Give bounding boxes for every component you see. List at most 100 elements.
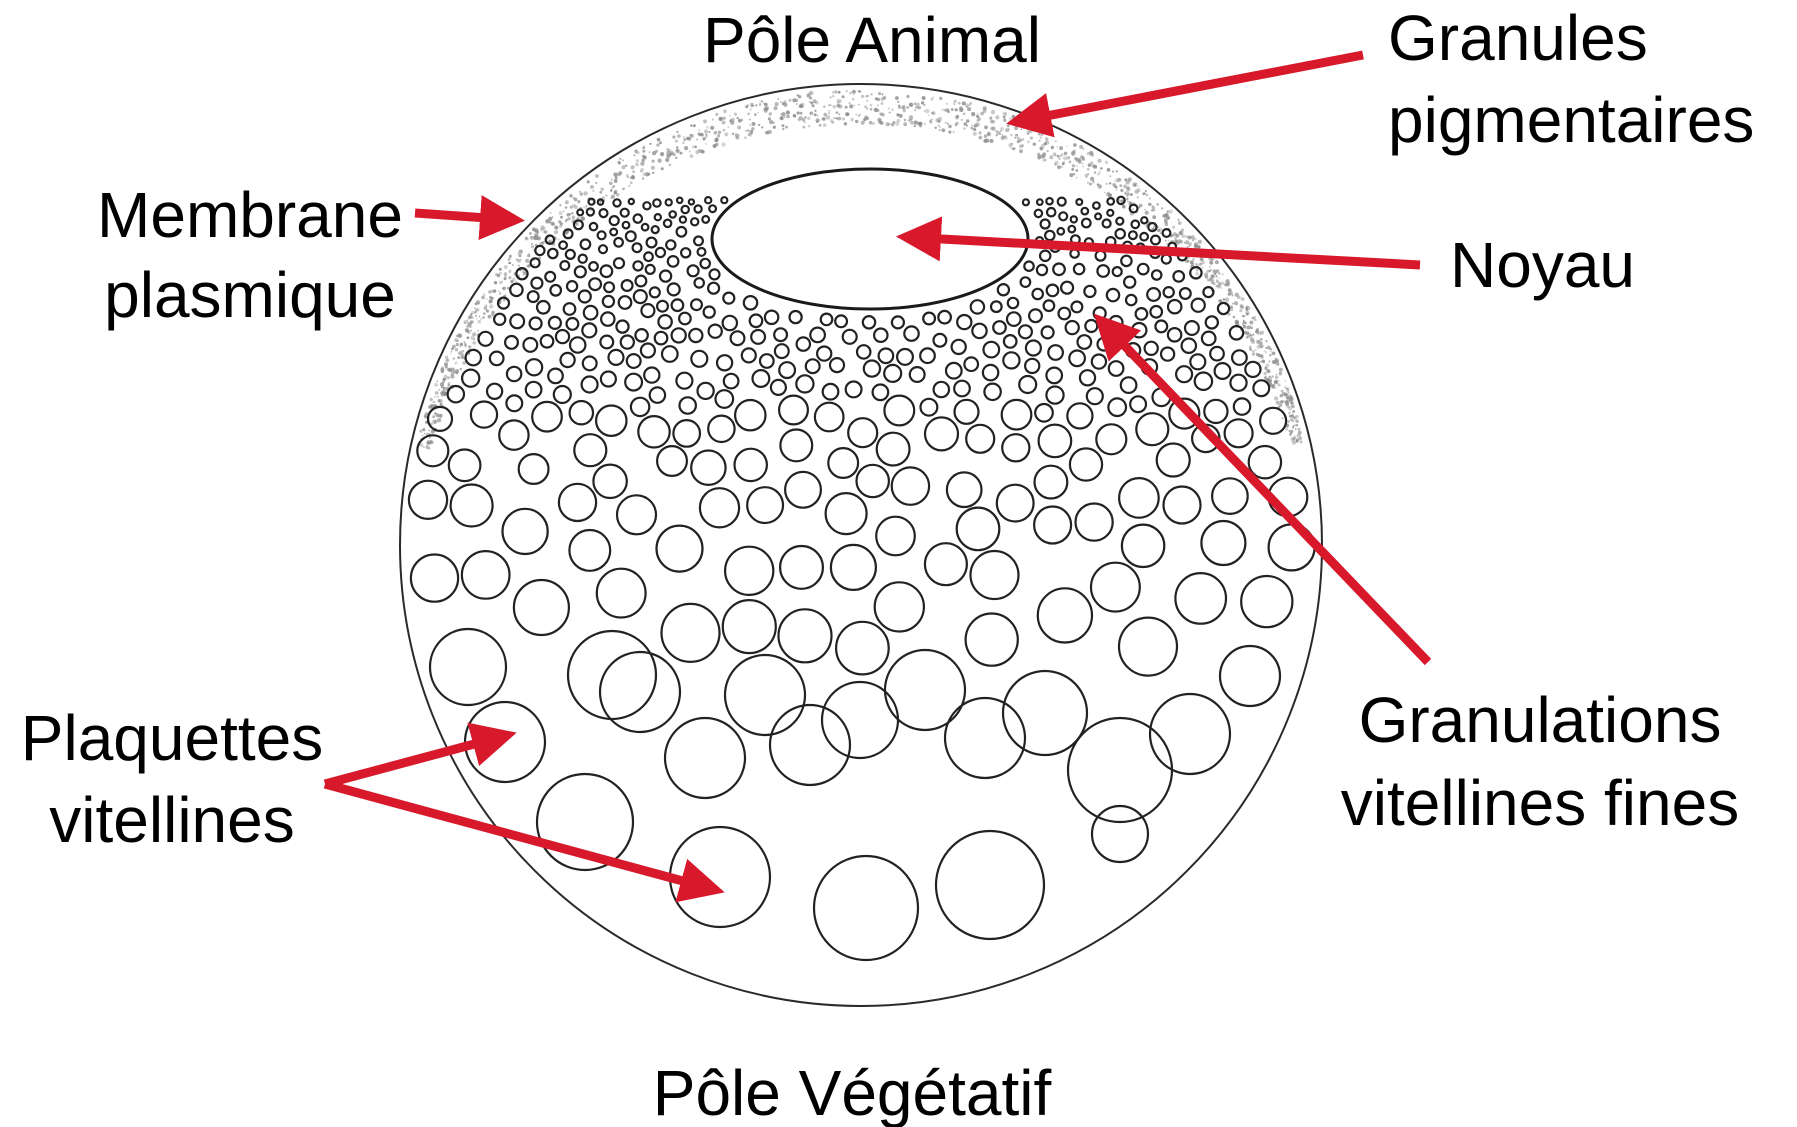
pigment-granule [1182,234,1186,238]
pigment-granule [828,112,831,115]
fine-yolk-granule [892,316,904,328]
fine-yolk-granule [1140,233,1148,241]
pigment-granule [1040,136,1042,138]
pigment-granule [914,125,916,127]
pigment-granule [1178,221,1182,225]
fine-yolk-granule [723,316,737,330]
pigment-granule [842,117,845,120]
yolk-platelet [723,600,776,653]
pigment-granule [677,134,681,138]
pigment-granule [541,241,544,244]
fine-yolk-granule [897,349,913,365]
yolk-platelet [1067,403,1092,428]
pigment-granule [1120,189,1123,192]
pigment-granule [480,318,482,320]
fine-yolk-granule [647,238,657,248]
pigment-granule [1092,181,1095,184]
yolk-platelet [1034,507,1071,544]
pigment-granule [891,109,893,111]
pigment-granule [1218,300,1221,303]
pigment-granule [1014,137,1016,139]
pigment-granule [978,131,981,134]
fine-yolk-granule [1132,323,1146,337]
pigment-granule [470,313,472,315]
pigment-granule [424,433,426,435]
pigment-granule [796,103,798,105]
fine-yolk-granule [658,315,671,328]
pigment-granule [618,161,620,163]
pigment-granule [904,119,906,121]
pigment-granule [439,414,443,418]
fine-yolk-granule [760,354,774,368]
pigment-granule [1297,434,1299,436]
yolk-platelet [1175,573,1226,624]
pigment-granule [1291,419,1294,422]
pigment-granule [1009,118,1011,120]
pigment-granule [649,151,651,153]
pigment-granule [1089,183,1092,186]
arrow-granulations-vitellines [1100,320,1428,662]
pigment-granule [923,110,925,112]
pigment-granule [777,98,779,100]
pigment-granule [1166,215,1170,219]
pigment-granule [445,356,448,359]
fine-yolk-granule [526,359,542,375]
pigment-granule [1110,175,1112,177]
pigment-granule [939,97,942,100]
pigment-granule [1160,232,1162,234]
fine-yolk-granule [679,313,691,325]
fine-yolk-granule [984,384,1000,400]
fine-yolk-granule [531,258,540,267]
pigment-granule [939,126,941,128]
yolk-platelet [1150,694,1230,774]
pigment-granule [878,92,881,95]
pigment-granule [683,136,685,138]
pigment-granule [1284,386,1286,388]
pigment-granule [819,124,822,127]
pigment-granule [1161,207,1164,210]
pigment-granule [1235,320,1239,324]
fine-yolk-granule [613,199,620,206]
pigment-granule [1075,169,1078,172]
pigment-granule [657,138,661,142]
yolk-platelet [885,650,965,730]
pigment-granule [844,122,847,125]
fine-yolk-granule [601,265,613,277]
pigment-granule [748,133,751,136]
fine-yolk-granule [589,278,601,290]
fine-yolk-granule [646,265,655,274]
fine-yolk-granule [629,199,634,204]
pigment-granule [861,121,865,125]
fine-yolk-granule [1116,229,1125,238]
pigment-granule [481,296,485,300]
fine-yolk-granule [531,278,542,289]
fine-yolk-granule [1093,202,1100,209]
pigment-granule [504,277,507,280]
pigment-granule [1073,143,1077,147]
pigment-granule [531,245,534,248]
pigment-granule [1216,285,1218,287]
pigment-granule [842,95,845,98]
fine-yolk-granule [952,340,966,354]
fine-yolk-granule [643,202,650,209]
pigment-granule [1058,158,1060,160]
pigment-granule [1021,144,1024,147]
yolk-platelet [1204,400,1227,423]
pigment-granule [959,106,963,110]
pigment-granule [1219,278,1221,280]
pigment-granule [1003,116,1006,119]
pigment-granule [1188,237,1190,239]
yolk-platelet [725,547,773,595]
pigment-granule [451,351,453,353]
fine-yolk-granule [1098,338,1111,351]
yolk-platelet [449,450,481,482]
pigment-granule [976,115,979,118]
pigment-granule [916,103,919,106]
pigment-granule [595,182,597,184]
pigment-granule [752,122,756,126]
fine-yolk-granule [993,321,1006,334]
yolk-platelet [1201,521,1245,565]
pigment-granule [1237,295,1241,299]
pigment-granule [1099,171,1101,173]
pigment-granule [817,115,819,117]
